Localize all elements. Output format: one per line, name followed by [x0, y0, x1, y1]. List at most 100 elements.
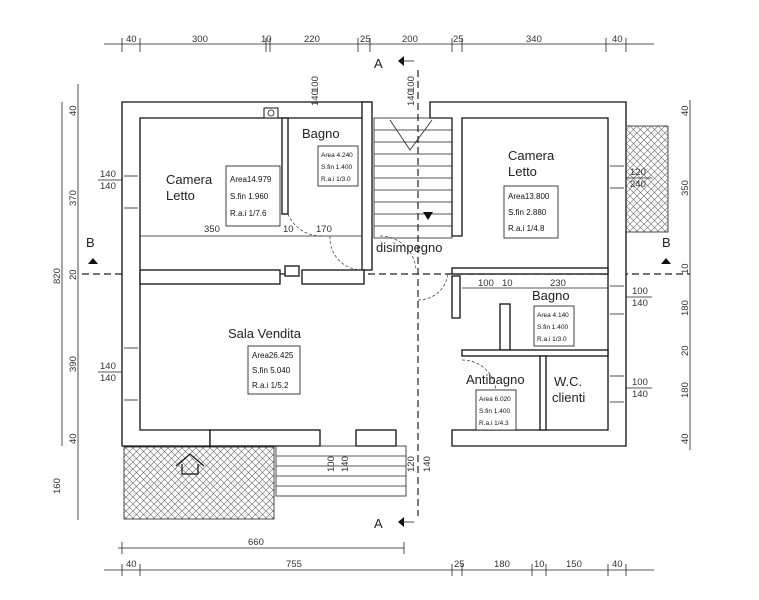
room-bagno-2: Bagno Area 4.140 S.fin 1.400 R.a.i 1/3.0	[532, 288, 575, 347]
svg-text:100: 100	[310, 76, 321, 92]
svg-text:100: 100	[632, 286, 648, 297]
svg-text:40: 40	[126, 559, 137, 570]
interior-dimensions: 350 10 170 100 10 230 140 140 140 140 10…	[98, 76, 652, 472]
staircase	[373, 117, 453, 239]
room-wc-clienti: W.C. clienti	[552, 374, 585, 405]
top-dimension-chain: 40 300 10 220 25 200 25 340 40	[104, 34, 654, 52]
svg-text:S.fin 1.400: S.fin 1.400	[479, 408, 510, 415]
svg-text:100: 100	[406, 76, 417, 92]
svg-text:Area 4.240: Area 4.240	[321, 152, 353, 159]
svg-text:755: 755	[286, 559, 302, 570]
section-mark-b-left: B	[86, 235, 98, 264]
svg-text:100: 100	[478, 278, 494, 289]
svg-text:20: 20	[68, 269, 79, 280]
top-dim-4: 25	[360, 34, 371, 45]
svg-text:clienti: clienti	[552, 390, 585, 405]
boiler-icon	[263, 107, 279, 119]
svg-text:Letto: Letto	[508, 164, 537, 179]
svg-text:140: 140	[632, 389, 648, 400]
svg-text:R.a.i 1/5.2: R.a.i 1/5.2	[252, 381, 289, 390]
svg-text:350: 350	[204, 224, 220, 235]
svg-text:230: 230	[550, 278, 566, 289]
svg-text:140: 140	[100, 181, 116, 192]
svg-text:20: 20	[680, 345, 691, 356]
svg-text:10: 10	[680, 263, 691, 274]
top-dim-5: 200	[402, 34, 418, 45]
svg-text:B: B	[662, 235, 671, 250]
balcony-right	[625, 125, 669, 233]
svg-text:370: 370	[68, 190, 79, 206]
room-bagno-1: Bagno Area 4.240 S.fin 1.400 R.a.i 1/3.0	[302, 126, 359, 187]
top-dim-7: 340	[526, 34, 542, 45]
svg-text:180: 180	[680, 300, 691, 316]
svg-text:Area26.425: Area26.425	[252, 351, 294, 360]
svg-text:A: A	[374, 516, 383, 531]
svg-text:Bagno: Bagno	[302, 126, 340, 141]
top-dim-3: 220	[304, 34, 320, 45]
svg-text:120: 120	[630, 167, 646, 178]
svg-text:40: 40	[68, 105, 79, 116]
svg-text:40: 40	[680, 105, 691, 116]
section-mark-a-top: A	[374, 56, 414, 71]
svg-text:40: 40	[680, 433, 691, 444]
top-dim-8: 40	[612, 34, 623, 45]
svg-text:Area13.800: Area13.800	[508, 192, 550, 201]
svg-text:W.C.: W.C.	[554, 374, 582, 389]
terrace-bottom	[123, 446, 275, 520]
svg-text:Camera: Camera	[508, 148, 555, 163]
entrance-steps	[275, 445, 407, 497]
svg-text:Area 6.020: Area 6.020	[479, 396, 511, 403]
svg-text:S.fin 1.400: S.fin 1.400	[321, 164, 352, 171]
svg-text:Letto: Letto	[166, 188, 195, 203]
svg-text:S.fin 5.040: S.fin 5.040	[252, 366, 291, 375]
svg-text:100: 100	[632, 377, 648, 388]
svg-text:100: 100	[326, 456, 337, 472]
svg-text:10: 10	[534, 559, 545, 570]
svg-text:120: 120	[406, 456, 417, 472]
room-sala-vendita: Sala Vendita Area26.425 S.fin 5.040 R.a.…	[228, 326, 302, 395]
svg-text:170: 170	[316, 224, 332, 235]
svg-text:140: 140	[340, 456, 351, 472]
section-mark-b-right: B	[661, 235, 671, 264]
svg-text:S.fin 1.960: S.fin 1.960	[230, 192, 269, 201]
bottom-dimension-chain: 660 40 755 25 180 10 150 40	[104, 537, 654, 576]
svg-text:Bagno: Bagno	[532, 288, 570, 303]
windows	[124, 165, 624, 403]
svg-text:660: 660	[248, 537, 264, 548]
svg-text:Antibagno: Antibagno	[466, 372, 525, 387]
right-dimension-chain: 40 350 10 180 20 180 40	[680, 100, 691, 450]
top-dim-0: 40	[126, 34, 137, 45]
svg-text:A: A	[374, 56, 383, 71]
svg-text:140: 140	[406, 90, 417, 106]
corridor-label: disimpegno	[376, 240, 443, 255]
svg-text:10: 10	[502, 278, 513, 289]
svg-text:Area 4.140: Area 4.140	[537, 312, 569, 319]
svg-text:Area14.979: Area14.979	[230, 175, 272, 184]
svg-text:S.fin 2.880: S.fin 2.880	[508, 208, 547, 217]
svg-text:160: 160	[52, 478, 63, 494]
svg-text:R.a.i 1/4.8: R.a.i 1/4.8	[508, 224, 545, 233]
svg-text:R.a.i 1/3.0: R.a.i 1/3.0	[537, 336, 567, 343]
svg-text:Camera: Camera	[166, 172, 213, 187]
svg-text:B: B	[86, 235, 95, 250]
svg-text:25: 25	[454, 559, 465, 570]
svg-text:140: 140	[632, 298, 648, 309]
svg-text:R.a.i 1/4.3: R.a.i 1/4.3	[479, 420, 509, 427]
svg-text:10: 10	[283, 224, 294, 235]
svg-text:R.a.i 1/7.6: R.a.i 1/7.6	[230, 209, 267, 218]
room-antibagno: Antibagno Area 6.020 S.fin 1.400 R.a.i 1…	[466, 372, 525, 431]
svg-text:R.a.i 1/3.0: R.a.i 1/3.0	[321, 176, 351, 183]
svg-text:180: 180	[680, 382, 691, 398]
top-dim-6: 25	[453, 34, 464, 45]
svg-text:S.fin 1.400: S.fin 1.400	[537, 324, 568, 331]
building-walls	[121, 101, 627, 447]
svg-text:140: 140	[310, 90, 321, 106]
svg-text:390: 390	[68, 356, 79, 372]
svg-text:240: 240	[630, 179, 646, 190]
section-mark-a-bottom: A	[374, 516, 414, 531]
top-dim-2: 10	[261, 34, 272, 45]
top-dim-1: 300	[192, 34, 208, 45]
svg-text:140: 140	[100, 373, 116, 384]
entrance-arrow	[175, 453, 205, 475]
